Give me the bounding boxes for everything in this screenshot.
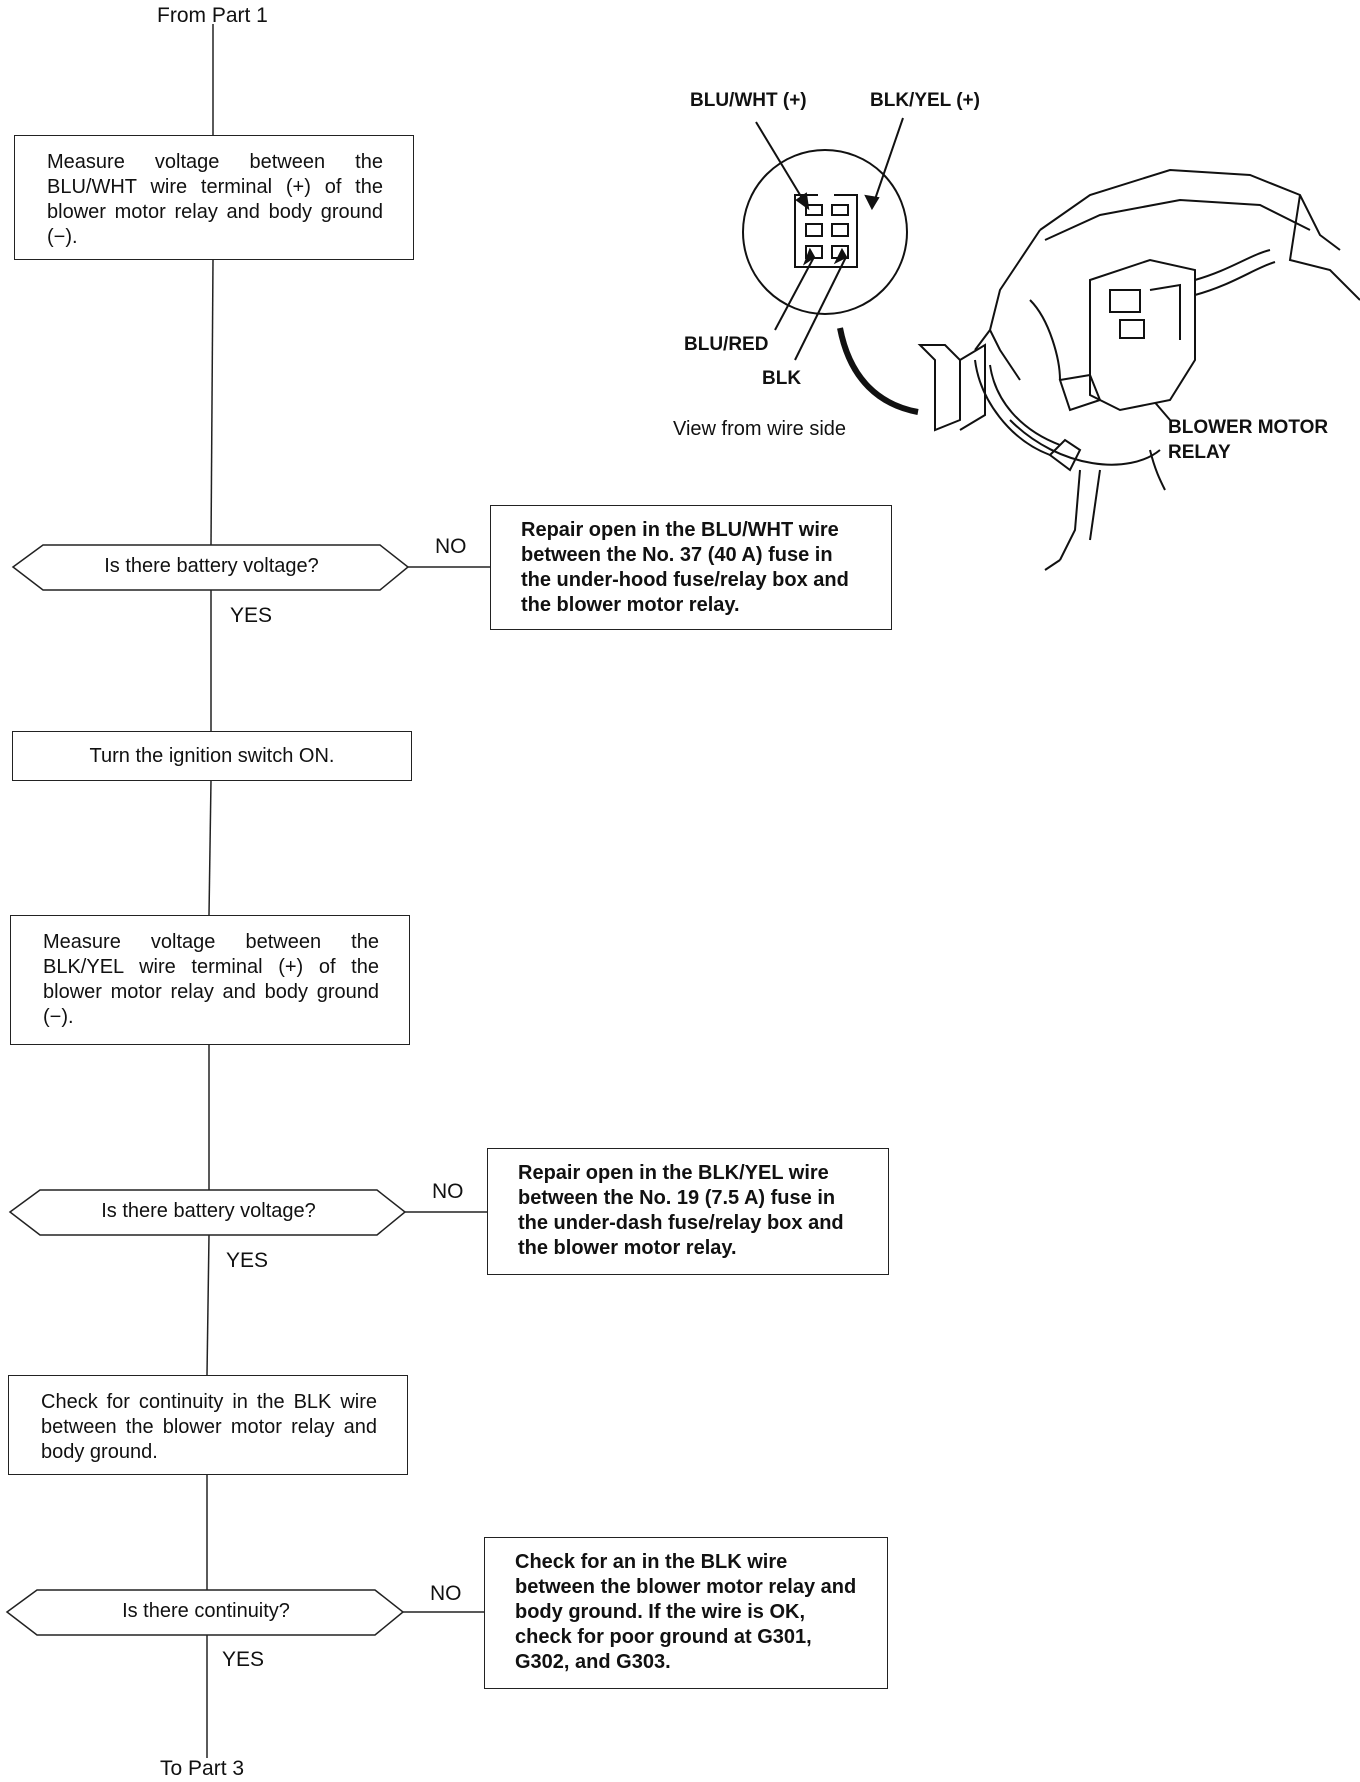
no-label: NO xyxy=(430,1582,462,1605)
decision-shape xyxy=(11,544,410,591)
repair-text: Repair open in the BLK/YEL wire between … xyxy=(518,1162,844,1259)
repair-text: Repair open in the BLU/WHT wire between … xyxy=(521,519,849,616)
wire-label-blk: BLK xyxy=(762,368,802,389)
step-measure-blu-wht: Measure voltage between the BLU/WHT wire… xyxy=(14,135,414,260)
connector-line xyxy=(206,1234,210,1376)
illustration-caption: View from wire side xyxy=(673,418,847,440)
wire-label-blu-wht: BLU/WHT (+) xyxy=(690,90,807,111)
yes-label: YES xyxy=(230,604,273,627)
decision-question: Is there continuity? xyxy=(122,1600,290,1622)
step-measure-blk-yel: Measure voltage between the BLK/YEL wire… xyxy=(10,915,410,1045)
yes-label: YES xyxy=(226,1249,269,1272)
decision-question: Is there battery voltage? xyxy=(101,1200,316,1222)
decision-question: Is there battery voltage? xyxy=(104,555,319,577)
connector-line xyxy=(210,259,214,546)
to-part-label: To Part 3 xyxy=(160,1757,245,1780)
no-label: NO xyxy=(435,535,467,558)
from-part-label: From Part 1 xyxy=(157,4,268,27)
decision-shape xyxy=(5,1589,405,1636)
connector-line xyxy=(208,779,212,916)
step-text: Turn the ignition switch ON. xyxy=(89,744,335,767)
yes-label: YES xyxy=(222,1648,265,1671)
component-label: BLOWER MOTOR RELAY xyxy=(1168,417,1329,463)
wire-label-blu-red: BLU/RED xyxy=(684,334,769,355)
step-text: Check for continuity in the BLK wire bet… xyxy=(41,1391,377,1463)
relay-sketch xyxy=(917,168,1360,571)
connector-illustration xyxy=(742,117,1171,421)
step-check-continuity: Check for continuity in the BLK wire bet… xyxy=(8,1375,408,1475)
repair-text: Check for an in the BLK wire between the… xyxy=(515,1551,857,1673)
step-ignition-on: Turn the ignition switch ON. xyxy=(12,731,412,781)
decision-shape xyxy=(8,1189,407,1236)
repair-box: Check for an in the BLK wire between the… xyxy=(484,1537,888,1689)
repair-box: Repair open in the BLK/YEL wire between … xyxy=(487,1148,889,1275)
no-label: NO xyxy=(432,1180,464,1203)
step-text: Measure voltage between the BLU/WHT wire… xyxy=(47,151,383,248)
step-text: Measure voltage between the BLK/YEL wire… xyxy=(43,931,379,1028)
wire-label-blk-yel: BLK/YEL (+) xyxy=(870,90,980,111)
repair-box: Repair open in the BLU/WHT wire between … xyxy=(490,505,892,630)
